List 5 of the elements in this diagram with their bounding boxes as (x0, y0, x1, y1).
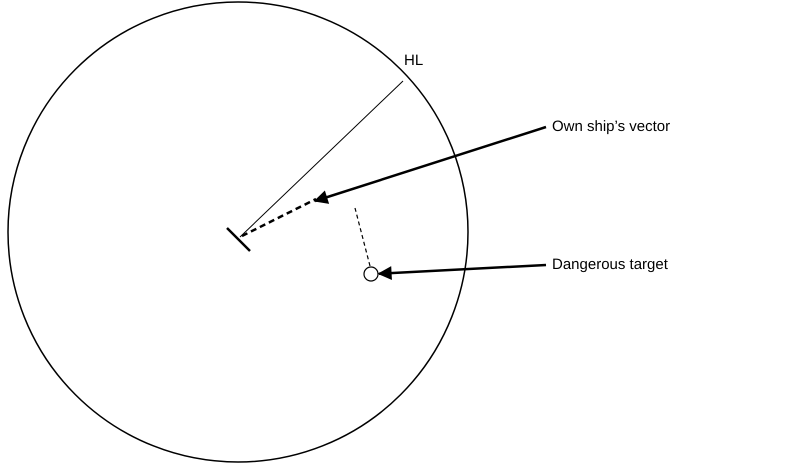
leader-arrow (314, 126, 546, 204)
callout-label: Dangerous target (552, 256, 702, 274)
callout-label: Own ship’s vector (552, 118, 702, 136)
leader-arrow (378, 264, 546, 280)
heading-line-label: HL (404, 52, 424, 70)
